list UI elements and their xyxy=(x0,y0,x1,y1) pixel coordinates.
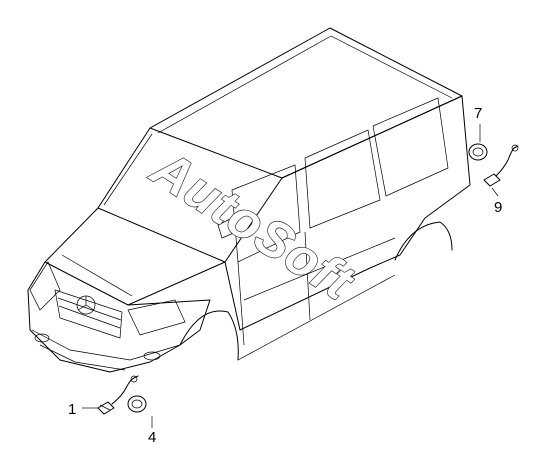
left-headlight xyxy=(29,261,61,311)
callout-4[interactable]: 4 xyxy=(148,429,156,446)
part-9-sensor[interactable] xyxy=(483,144,519,187)
leader-9 xyxy=(491,187,499,197)
front-bumper xyxy=(31,329,181,361)
side-mirror xyxy=(217,217,237,239)
part-7-cap[interactable] xyxy=(468,143,488,161)
rear-wheel-arch xyxy=(394,221,453,261)
front-door-window xyxy=(231,164,301,263)
callout-7[interactable]: 7 xyxy=(474,105,482,122)
front-wheel-arch xyxy=(179,310,239,361)
windshield xyxy=(97,127,283,263)
grille xyxy=(54,289,123,339)
hood xyxy=(44,207,226,306)
part-4-cap[interactable] xyxy=(127,395,147,413)
callout-9[interactable]: 9 xyxy=(494,199,502,216)
part-1-sensor[interactable] xyxy=(97,375,139,415)
watermark: AutoSoft xyxy=(140,138,365,313)
van-illustration xyxy=(27,27,471,373)
side-body xyxy=(224,95,471,331)
side-window-rear xyxy=(372,97,449,197)
callout-1[interactable]: 1 xyxy=(68,401,76,418)
right-headlight xyxy=(127,299,186,336)
side-window-mid xyxy=(304,129,381,229)
